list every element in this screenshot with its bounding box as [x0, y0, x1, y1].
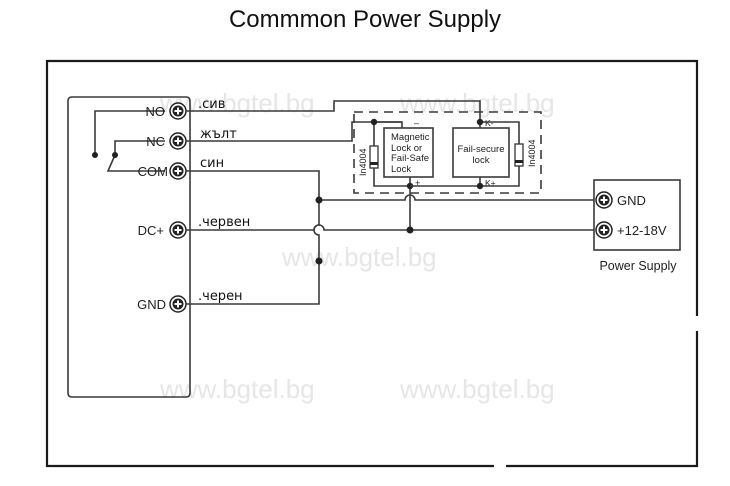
terminal-nc: NC — [146, 132, 187, 150]
magnetic-lock-label: Lock — [391, 164, 411, 175]
wire-no — [186, 100, 481, 128]
outer-frame — [45, 59, 699, 468]
lock-module: In4004 Magnetic Lock or Fail-Safe Lock –… — [353, 111, 542, 194]
wires — [186, 100, 597, 305]
wire-com-gnd — [186, 170, 320, 305]
fail-secure-plus-label: K+ — [485, 178, 496, 188]
magnetic-lock-label: Lock or — [391, 143, 422, 154]
terminal-com: COM — [138, 162, 187, 180]
terminal-no-label: NO — [146, 104, 166, 119]
wire-label-gnd: .черен — [198, 289, 243, 304]
wire-label-no: .сив — [198, 97, 225, 112]
wire-ps-vplus — [186, 224, 597, 231]
fail-secure-lock-box — [452, 127, 510, 178]
terminal-dcplus-label: DC+ — [138, 223, 164, 238]
plus-screw-icon — [600, 196, 608, 204]
magnetic-plus-label: + — [415, 178, 420, 188]
diode-left-icon — [369, 145, 379, 169]
ps-vplus-label: +12-18V — [617, 223, 667, 238]
watermark: www.bgtel.bg — [281, 242, 437, 272]
wire-ps-gnd — [319, 194, 597, 201]
wire-nc — [186, 121, 403, 142]
magnetic-lock-label: Magnetic — [391, 132, 430, 143]
terminal-dcplus: DC+ — [138, 221, 187, 239]
diode-right-label: In4004 — [527, 139, 537, 167]
fail-secure-label: lock — [473, 155, 490, 166]
wire-label-com: син — [200, 156, 224, 171]
terminal-gnd-label: GND — [137, 297, 166, 312]
wire-label-nc: жълт — [200, 127, 237, 142]
wire-label-dcplus: .червен — [198, 215, 250, 230]
watermark: www.bgtel.bg — [399, 374, 555, 404]
terminal-gnd: GND — [137, 295, 187, 313]
plus-screw-icon — [174, 107, 182, 115]
magnetic-minus-label: – — [414, 118, 419, 128]
plus-screw-icon — [600, 226, 608, 234]
plus-screw-icon — [174, 137, 182, 145]
magnetic-lock-label: Fail-Safe — [391, 153, 429, 164]
watermark: www.bgtel.bg — [159, 374, 315, 404]
plus-screw-icon — [174, 226, 182, 234]
diagram-title: Commmon Power Supply — [228, 6, 502, 33]
power-supply-box — [593, 179, 681, 251]
diode-left-label: In4004 — [358, 148, 368, 176]
terminal-no: NO — [146, 102, 187, 120]
watermark: www.bgtel.bg — [399, 88, 555, 118]
fail-secure-label: Fail-secure — [458, 144, 505, 155]
plus-screw-icon — [174, 300, 182, 308]
terminal-nc-label: NC — [146, 134, 165, 149]
magnetic-lock-box — [383, 127, 434, 178]
power-supply: GND +12-18V Power Supply — [593, 179, 681, 273]
ps-caption: Power Supply — [599, 259, 677, 273]
plus-screw-icon — [174, 167, 182, 175]
fail-secure-minus-label: K- — [485, 118, 494, 128]
diode-right-icon — [514, 143, 524, 167]
terminal-com-label: COM — [138, 164, 168, 179]
ps-gnd-label: GND — [617, 193, 646, 208]
controller-box — [67, 96, 191, 398]
